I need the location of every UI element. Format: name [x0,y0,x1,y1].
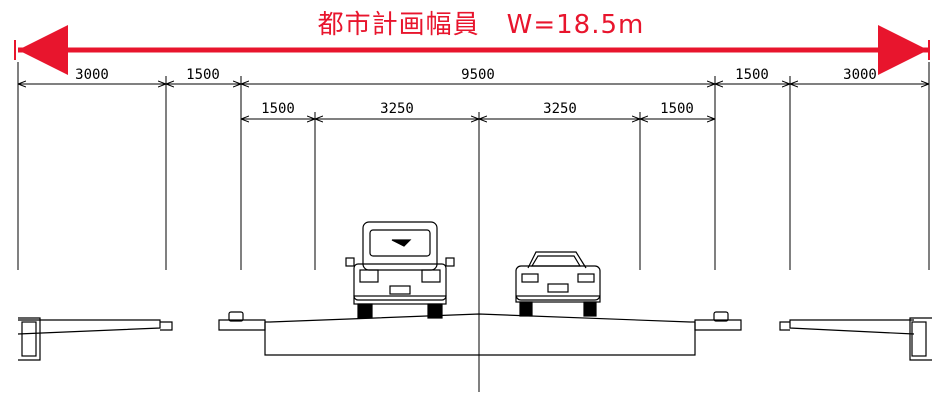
tier1-label-sidewalk-left: 3000 [75,67,109,83]
tier1-label-buffer-left: 1500 [186,67,220,83]
tier2-label-shoulder-right: 1500 [660,101,694,117]
tier1-label-carriageway: 9500 [461,67,495,83]
suv-icon [345,221,455,319]
sedan-icon [515,251,601,317]
road-cross-section [17,311,932,361]
tier2-label-lane-left: 3250 [380,101,414,117]
overall-width-arrow [14,25,930,75]
tier1-label-buffer-right: 1500 [735,67,769,83]
tier2-label-shoulder-left: 1500 [261,101,295,117]
tier2-label-lane-right: 3250 [543,101,577,117]
tier1-label-sidewalk-right: 3000 [843,67,877,83]
extension-lines [17,62,930,392]
diagram-title: 都市計画幅員 W=18.5m [317,10,645,40]
